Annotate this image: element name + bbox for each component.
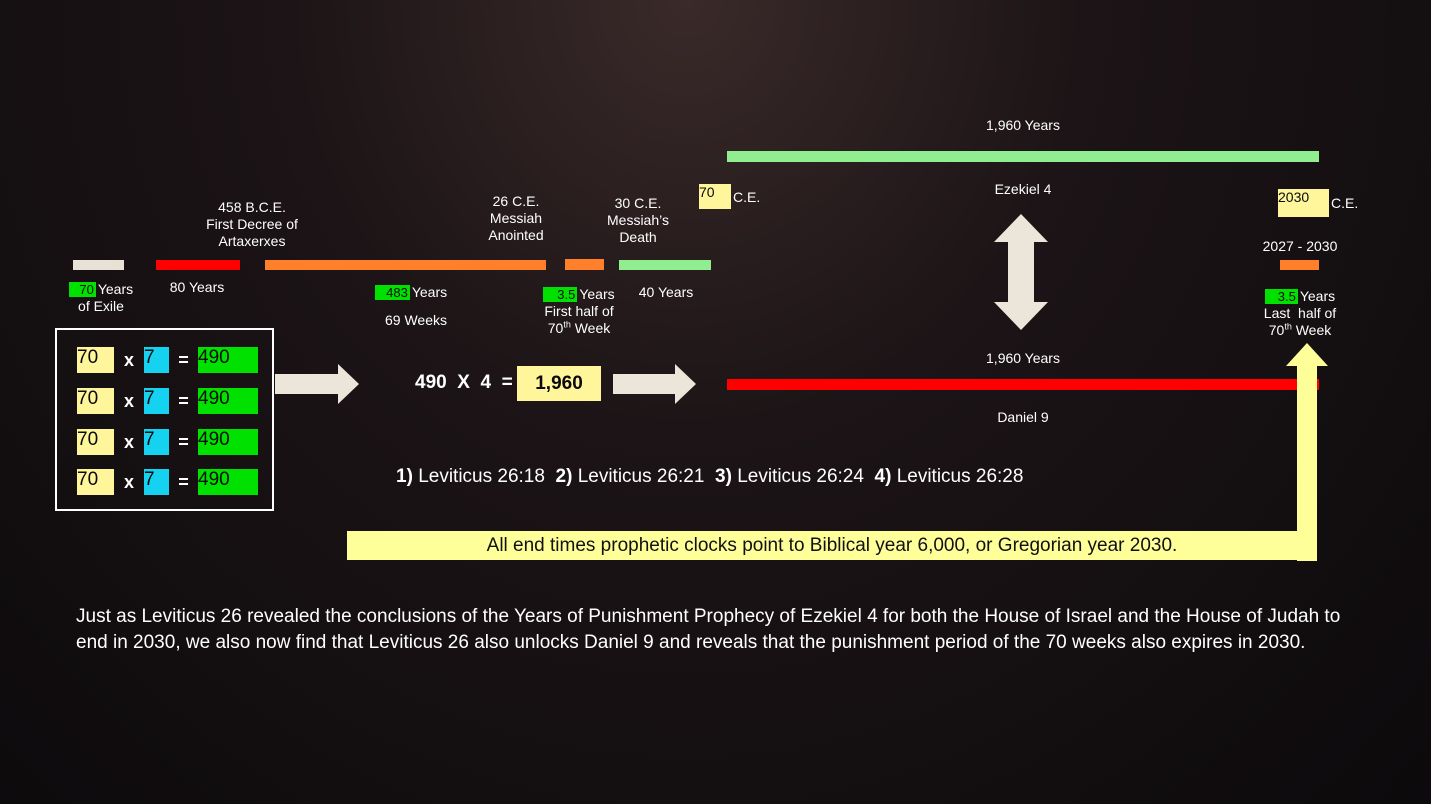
daniel-label: Daniel 9 bbox=[997, 409, 1049, 425]
decree-label: 458 B.C.E. First Decree of Artaxerxes bbox=[206, 199, 298, 249]
death-label: 30 C.E. Messiah’s Death bbox=[607, 195, 669, 245]
leviticus-references: 1) Leviticus 26:18 2) Leviticus 26:21 3)… bbox=[396, 466, 1024, 487]
equation-b-box: 7 bbox=[144, 347, 169, 373]
eighty-years-bar bbox=[156, 260, 240, 270]
equation-a-box: 70 bbox=[77, 429, 114, 455]
ezekiel-years-label: 1,960 Years bbox=[986, 117, 1060, 133]
double-arrow-icon bbox=[994, 214, 1048, 330]
anointed-label: 26 C.E. Messiah Anointed bbox=[488, 193, 544, 243]
sixty-nine-weeks-label: 69 Weeks bbox=[385, 312, 447, 328]
first-half-bar bbox=[565, 259, 604, 270]
sixty-nine-weeks-bar bbox=[265, 260, 546, 270]
equation-box: 70 x 7 = 490 70 x 7 = 490 70 x 7 = 490 7… bbox=[55, 328, 274, 511]
first-half-number-box: 3.5 bbox=[543, 287, 578, 302]
years-483-box: 483 bbox=[374, 285, 410, 300]
last-half-label: 3.5 Years Last half of 70th Week bbox=[1263, 288, 1337, 338]
forty-years-label: 40 Years bbox=[638, 284, 694, 300]
banner: All end times prophetic clocks point to … bbox=[347, 531, 1317, 560]
banner-up-arrow-icon bbox=[1286, 343, 1328, 561]
equation-result-box: 490 bbox=[198, 347, 258, 373]
equation-b-box: 7 bbox=[144, 388, 169, 414]
equation-a-box: 70 bbox=[77, 469, 114, 495]
exile-bar bbox=[73, 260, 124, 270]
ce70-label: 70 C.E. bbox=[699, 184, 760, 209]
multiply-expression: 490 X 4 = bbox=[415, 372, 513, 393]
exile-caption: of Exile bbox=[78, 298, 124, 314]
equation-row: 70 x 7 = 490 bbox=[77, 469, 258, 495]
right-arrow-icon bbox=[613, 364, 696, 404]
forty-years-bar bbox=[619, 260, 711, 270]
equation-a-box: 70 bbox=[77, 388, 114, 414]
first-half-label: 3.5 Years First half of 70th Week bbox=[543, 286, 615, 336]
equation-result-box: 490 bbox=[198, 429, 258, 455]
ce2030-number-box: 2030 bbox=[1278, 189, 1329, 217]
multiply-result-box: 1,960 bbox=[517, 366, 601, 401]
right-arrow-icon bbox=[275, 364, 359, 404]
eighty-years-label: 80 Years bbox=[169, 279, 225, 295]
last-half-number-box: 3.5 bbox=[1264, 289, 1298, 304]
explanation-paragraph: Just as Leviticus 26 revealed the conclu… bbox=[76, 606, 1341, 653]
equation-row: 70 x 7 = 490 bbox=[77, 388, 258, 414]
ezekiel-label: Ezekiel 4 bbox=[994, 181, 1052, 197]
daniel-bar bbox=[727, 379, 1319, 390]
equation-a-box: 70 bbox=[77, 347, 114, 373]
exile-unit: Years bbox=[97, 281, 134, 297]
daniel-years-label: 1,960 Years bbox=[986, 350, 1060, 366]
equation-row: 70 x 7 = 490 bbox=[77, 347, 258, 373]
ezekiel-bar bbox=[727, 151, 1319, 162]
range-2027-2030-label: 2027 - 2030 bbox=[1262, 238, 1338, 254]
ce2030-label: 2030 C.E. bbox=[1278, 189, 1358, 217]
equation-row: 70 x 7 = 490 bbox=[77, 429, 258, 455]
equation-result-box: 490 bbox=[198, 388, 258, 414]
equation-b-box: 7 bbox=[144, 469, 169, 495]
weeks-483-label: 483 Years bbox=[370, 284, 452, 301]
equation-b-box: 7 bbox=[144, 429, 169, 455]
banner-text: All end times prophetic clocks point to … bbox=[486, 534, 1178, 556]
exile-number-box: 70 bbox=[68, 282, 96, 297]
exile-label: 70 Years of Exile bbox=[56, 281, 146, 315]
range-2027-2030-bar bbox=[1280, 260, 1319, 270]
ce70-number-box: 70 bbox=[699, 184, 731, 209]
equation-result-box: 490 bbox=[198, 469, 258, 495]
